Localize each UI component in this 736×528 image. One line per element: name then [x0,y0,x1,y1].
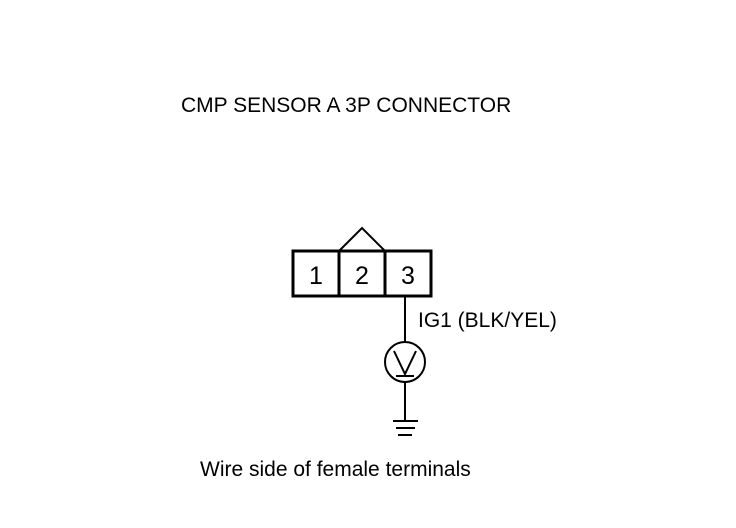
connector-3p [291,226,433,298]
terminal-2-label: 2 [355,262,369,290]
voltmeter-icon [384,341,426,383]
connector-lock-tab [338,226,386,252]
connector-outline [291,249,433,298]
diagram-caption: Wire side of female terminals [200,458,471,481]
wire-label: IG1 (BLK/YEL) [418,309,557,332]
terminal-3-label: 3 [401,262,415,290]
terminal-1-label: 1 [309,262,323,290]
ground-icon [393,420,418,436]
diagram-title: CMP SENSOR A 3P CONNECTOR [181,94,512,117]
